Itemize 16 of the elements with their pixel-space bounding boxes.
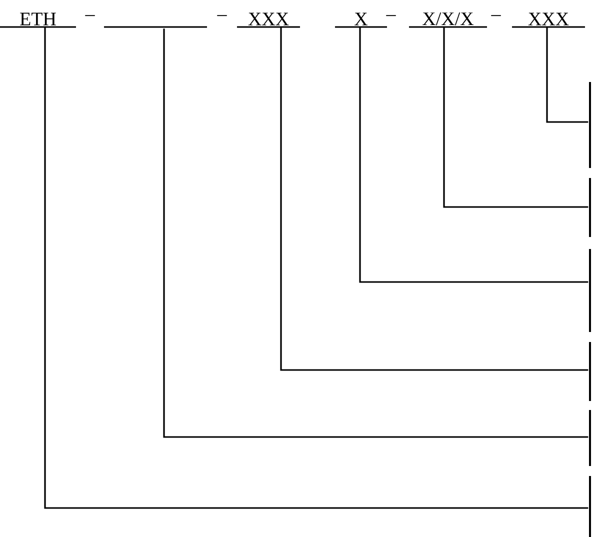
code-segment: ХХХ <box>237 12 300 28</box>
code-segment: Х <box>335 12 387 28</box>
separator-dash: – <box>85 15 95 16</box>
leader-line <box>546 27 588 123</box>
leader-line <box>44 27 588 509</box>
code-segment: ЕТН <box>0 12 76 28</box>
separator-dash: – <box>217 15 227 16</box>
separator-dash: – <box>386 15 396 16</box>
code-segment: ХХХ <box>512 12 585 28</box>
leader-line <box>359 27 588 283</box>
separator-dash: – <box>491 15 501 16</box>
leader-line <box>280 27 588 371</box>
leader-line <box>163 28 588 438</box>
code-segment: Х/Х/Х <box>409 12 487 28</box>
leader-line <box>443 27 588 208</box>
underline-bar <box>104 26 207 28</box>
